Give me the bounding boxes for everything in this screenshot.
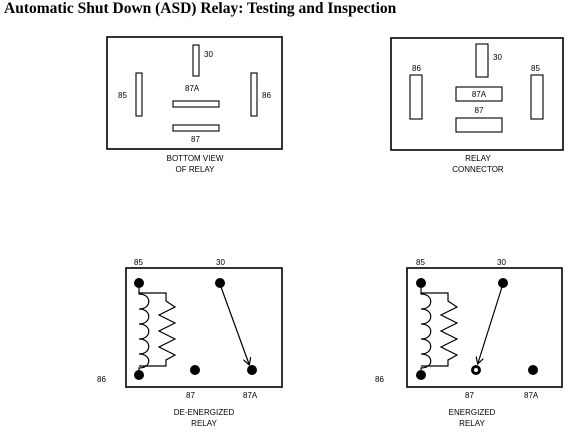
de-energized-terminal-86 [134, 370, 144, 380]
de-energized-label-87: 87 [186, 391, 195, 400]
connector-slot-85 [530, 74, 544, 120]
de-energized-label-86: 86 [97, 375, 106, 384]
caption-bottom-view-line1: BOTTOM VIEW [167, 154, 224, 163]
pin-label-85: 85 [118, 91, 127, 100]
energized-label-87a: 87A [524, 391, 539, 400]
energized-switch-arm [478, 286, 503, 363]
caption-connector-line1: RELAY [465, 154, 491, 163]
de-energized-frame [125, 267, 283, 388]
pin-87-terminal [172, 124, 220, 132]
energized-resistor [421, 292, 459, 367]
de-energized-label-30: 30 [216, 258, 225, 267]
connector-slot-87a [455, 86, 503, 102]
de-energized-label-87a: 87A [243, 391, 258, 400]
energized-label-87: 87 [465, 391, 474, 400]
caption-de-energized-line1: DE-ENERGIZED [174, 408, 235, 417]
energized-panel: 85 30 86 87 87A ENERGIZED RELAY [375, 258, 563, 428]
energized-frame [406, 267, 563, 388]
de-energized-label-85: 85 [134, 258, 143, 267]
caption-energized-line2: RELAY [459, 419, 485, 428]
connector-label-30: 30 [493, 53, 502, 62]
page-title: Automatic Shut Down (ASD) Relay: Testing… [4, 0, 397, 17]
de-energized-terminal-87 [190, 365, 200, 375]
relay-connector-panel: 30 86 85 87A 87 RELAY CONNECTOR [390, 37, 564, 174]
pin-label-87: 87 [191, 135, 200, 144]
caption-bottom-view-line2: OF RELAY [176, 165, 216, 174]
caption-de-energized-line2: RELAY [191, 419, 217, 428]
connector-slot-86 [409, 74, 423, 120]
energized-label-86: 86 [375, 375, 384, 384]
bottom-view-frame [106, 36, 283, 150]
de-energized-panel: 85 30 86 87 87A DE-ENERGIZED RELAY [97, 258, 283, 428]
pin-86-terminal [250, 72, 258, 117]
pin-85-terminal [135, 72, 143, 117]
energized-label-85: 85 [416, 258, 425, 267]
connector-label-85: 85 [531, 64, 540, 73]
de-energized-terminal-30 [215, 278, 225, 288]
energized-terminal-85 [416, 278, 426, 288]
pin-label-87a: 87A [185, 84, 200, 93]
connector-label-87a: 87A [472, 90, 487, 99]
de-energized-coil [138, 288, 150, 370]
caption-energized-line1: ENERGIZED [449, 408, 496, 417]
de-energized-terminal-85 [134, 278, 144, 288]
de-energized-switch-arm [220, 286, 249, 364]
pin-label-86: 86 [262, 91, 271, 100]
connector-label-87: 87 [475, 106, 484, 115]
energized-contact-point [474, 368, 478, 372]
bottom-view-panel: 30 85 86 87A 87 BOTTOM VIEW OF RELAY [106, 36, 283, 174]
energized-label-30: 30 [497, 258, 506, 267]
pin-87a-terminal [172, 100, 220, 108]
pin-30-terminal [192, 44, 200, 77]
relay-connector-frame [390, 37, 564, 151]
de-energized-resistor [139, 292, 177, 367]
caption-connector-line2: CONNECTOR [452, 165, 504, 174]
connector-slot-87 [455, 117, 503, 133]
energized-terminal-30 [498, 278, 508, 288]
connector-label-86: 86 [412, 64, 421, 73]
pin-label-30: 30 [204, 50, 213, 59]
energized-coil [420, 288, 432, 370]
connector-slot-30 [475, 43, 489, 78]
energized-terminal-86 [416, 370, 426, 380]
energized-terminal-87a [528, 365, 538, 375]
de-energized-terminal-87a [247, 365, 257, 375]
